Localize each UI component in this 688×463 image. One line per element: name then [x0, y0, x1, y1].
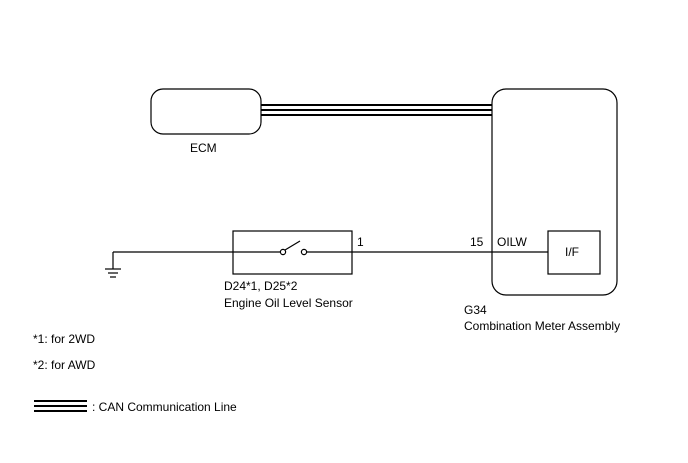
meter-name: Combination Meter Assembly — [464, 319, 620, 333]
meter-code: G34 — [464, 303, 487, 317]
meter-pin-name: OILW — [497, 235, 527, 249]
note-awd: *2: for AWD — [33, 358, 96, 372]
ecm-box — [150, 88, 262, 135]
combination-meter-box — [491, 88, 618, 296]
interface-label: I/F — [565, 245, 579, 259]
meter-pin-number: 15 — [470, 235, 484, 249]
sensor-pin-number: 1 — [357, 235, 364, 249]
legend-can-line-icon — [34, 400, 87, 412]
sensor-codes: D24*1, D25*2 — [224, 279, 298, 293]
can-communication-line — [261, 104, 492, 116]
ground-icon — [105, 252, 121, 278]
sensor-name: Engine Oil Level Sensor — [224, 296, 353, 310]
note-2wd: *1: for 2WD — [33, 332, 95, 346]
switch-icon — [233, 240, 352, 256]
ecm-label: ECM — [190, 141, 217, 155]
legend-can-line-label: : CAN Communication Line — [92, 400, 237, 414]
